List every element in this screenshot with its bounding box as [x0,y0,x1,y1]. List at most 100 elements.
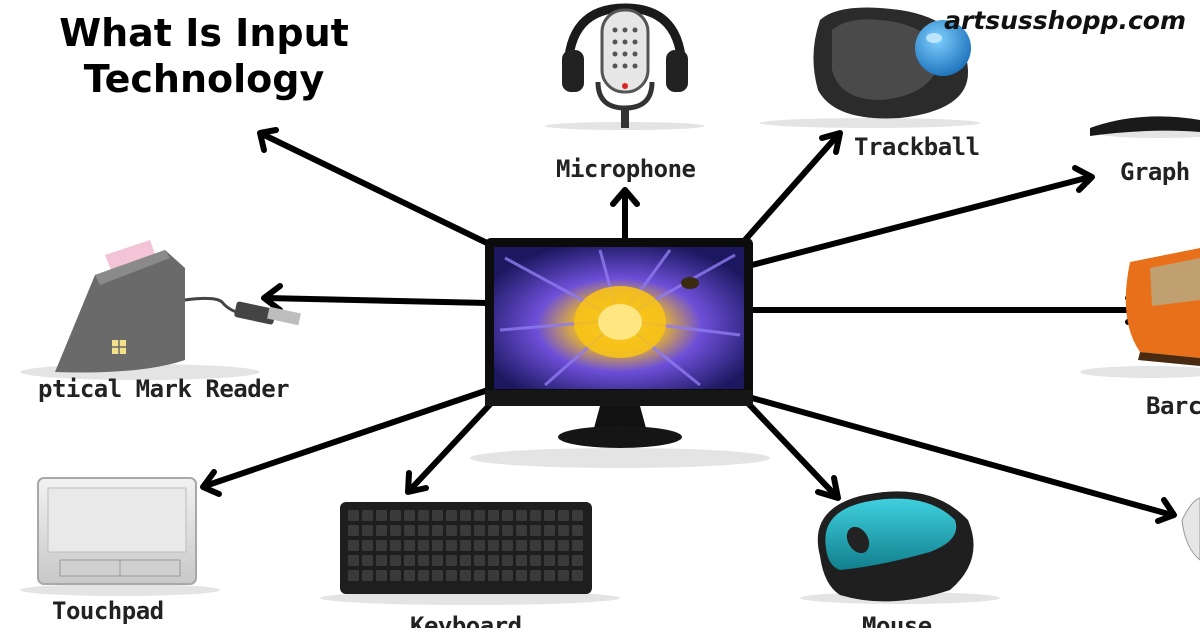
arrow-to-scanner [752,398,1174,521]
keyboard-key [572,555,583,566]
label-graphics-tablet: Graph [1120,158,1190,186]
keyboard-key [544,540,555,551]
keyboard-key [488,510,499,521]
keyboard-key [404,555,415,566]
keyboard-key [530,570,541,581]
label-optical-mark-reader: ptical Mark Reader [38,375,289,403]
keyboard-key [558,555,569,566]
keyboard-key [404,540,415,551]
keyboard-key [376,555,387,566]
keyboard-key [516,555,527,566]
keyboard-key [446,525,457,536]
keyboard-key [488,525,499,536]
keyboard-key [348,555,359,566]
keyboard-key [376,570,387,581]
keyboard-key [432,555,443,566]
keyboard-key [516,525,527,536]
keyboard-key [460,510,471,521]
keyboard-key [432,510,443,521]
arrow-to-microphone [613,190,637,240]
keyboard-key [516,510,527,521]
optical-mark-reader-icon [55,240,301,373]
keyboard-key [348,570,359,581]
monitor [485,238,753,448]
keyboard-key [390,525,401,536]
keyboard-key [390,540,401,551]
keyboard-key [558,570,569,581]
keyboard-key [474,570,485,581]
keyboard-key [404,570,415,581]
keyboard-key [348,510,359,521]
keyboard-key [516,570,527,581]
scanner-edge-icon [1182,498,1200,560]
keyboard-key [474,555,485,566]
label-trackball: Trackball [854,133,980,161]
arrow-to-mouse [745,400,838,498]
keyboard-key [362,540,373,551]
keyboard-key [348,540,359,551]
keyboard-key [418,510,429,521]
keyboard-key [474,525,485,536]
keyboard-key [488,555,499,566]
keyboard-key [432,570,443,581]
keyboard-key [502,555,513,566]
keyboard-key [446,540,457,551]
keyboard-key [376,540,387,551]
keyboard-key [418,525,429,536]
keyboard-key [390,570,401,581]
keyboard-key [390,555,401,566]
page-title: What Is Input Technology [44,10,364,102]
microphone-icon [562,8,688,128]
keyboard-icon [340,502,592,594]
page-title-line1: What Is Input [59,11,349,55]
keyboard-key [544,570,555,581]
keyboard-key [502,570,513,581]
keyboard-key [544,510,555,521]
keyboard-key [446,510,457,521]
label-touchpad: Touchpad [52,597,164,625]
arrow-to-barcode-reader [750,298,1144,322]
keyboard-key [432,525,443,536]
label-mouse: Mouse [862,612,932,628]
keyboard-key [474,510,485,521]
keyboard-key [446,555,457,566]
arrow-to-touchpad [203,390,488,494]
bee-icon [681,277,699,289]
keyboard-key [530,555,541,566]
keyboard-key [404,510,415,521]
arrow-to-top-left-device [260,130,487,243]
keyboard-key [572,525,583,536]
keyboard-key [362,525,373,536]
keyboard-key [488,540,499,551]
site-watermark: artsusshopp.com [944,6,1186,35]
touchpad-icon [38,478,196,584]
keyboard-key [558,540,569,551]
keyboard-key [348,525,359,536]
keyboard-key [460,555,471,566]
keyboard-key [460,540,471,551]
keyboard-key [502,525,513,536]
keyboard-key [572,570,583,581]
keyboard-key [530,525,541,536]
keyboard-key [418,570,429,581]
keyboard-key [404,525,415,536]
keyboard-key [544,555,555,566]
keyboard-key [572,510,583,521]
keyboard-key [502,540,513,551]
keyboard-key [544,525,555,536]
keyboard-key [530,540,541,551]
keyboard-key [376,525,387,536]
keyboard-key [474,540,485,551]
keyboard-key [418,540,429,551]
label-barcode-reader: Barc [1146,392,1200,420]
page-title-line2: Technology [84,57,325,101]
keyboard-key [558,525,569,536]
keyboard-key [390,510,401,521]
keyboard-key [376,510,387,521]
keyboard-key [432,540,443,551]
arrow-to-trackball [745,133,840,240]
keyboard-key [572,540,583,551]
arrow-to-optical-mark-reader [264,286,488,310]
arrow-to-graphics-tablet [752,168,1092,265]
